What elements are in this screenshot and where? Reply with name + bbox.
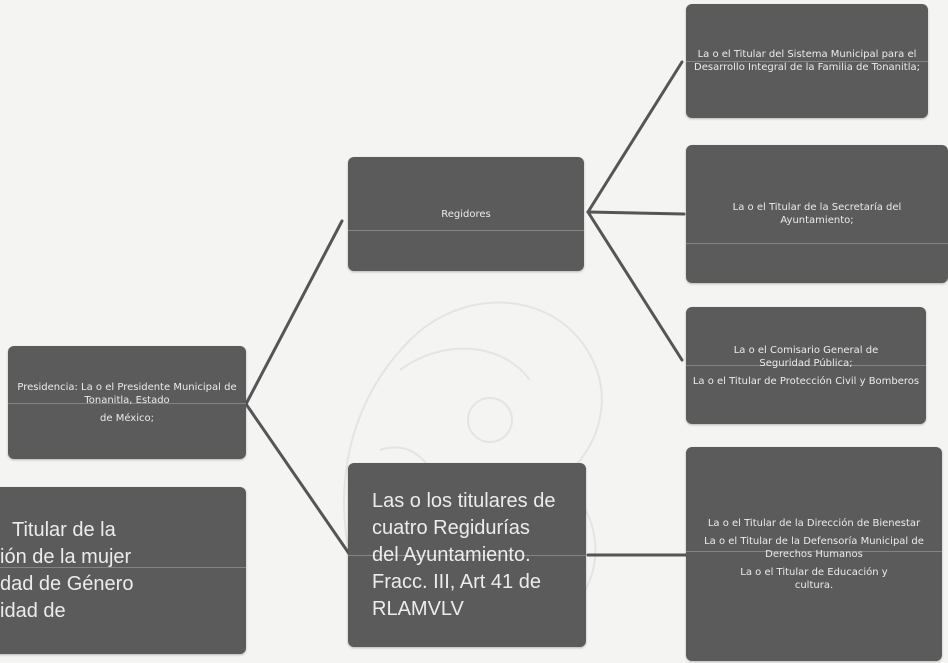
node-text-line: cuatro Regidurías xyxy=(372,516,530,539)
node-divider xyxy=(348,555,586,556)
node-divider xyxy=(686,243,948,244)
node-text-line: La o el Titular de Protección Civil y Bo… xyxy=(692,375,920,387)
node-text-line: ión de la mujer xyxy=(0,545,132,568)
node-seguridad: La o el Comisario General de Seguridad P… xyxy=(686,307,926,424)
node-text-line: idad de xyxy=(0,599,66,622)
node-text-line: Las o los titulares de xyxy=(372,489,556,512)
node-text-line: dad de Género xyxy=(0,572,134,595)
node-text-line: Presidencia: La o el Presidente Municipa… xyxy=(17,381,237,406)
node-text-line: Titular de la xyxy=(12,518,116,541)
node-instancia-mujer: Titular de la ión de la mujer dad de Gén… xyxy=(0,487,246,654)
connector-regidores-seguridad xyxy=(586,210,684,362)
node-divider xyxy=(686,61,928,62)
node-bienestar: La o el Titular de la Dirección de Biene… xyxy=(686,447,942,661)
node-text-line: La o el Titular de Educación y cultura. xyxy=(740,566,888,591)
node-text-line: La o el Titular de la Secretaría del Ayu… xyxy=(732,202,902,226)
node-text-line: de México; xyxy=(100,412,154,424)
node-text-line: del Ayuntamiento. xyxy=(372,543,531,566)
node-regidores: Regidores xyxy=(348,157,584,271)
connector-presidencia-titulares xyxy=(244,402,352,557)
node-text-line: Regidores xyxy=(441,208,491,220)
node-text-line: RLAMVLV xyxy=(372,597,464,620)
connector-regidores-secretaria xyxy=(586,210,686,216)
node-text-line: La o el Comisario General de Seguridad P… xyxy=(733,344,879,369)
node-presidencia: Presidencia: La o el Presidente Municipa… xyxy=(8,346,246,459)
node-text-line: Fracc. III, Art 41 de xyxy=(372,570,541,593)
node-divider xyxy=(686,365,926,366)
node-dif: La o el Titular del Sistema Municipal pa… xyxy=(686,4,928,118)
node-secretaria: La o el Titular de la Secretaría del Ayu… xyxy=(686,145,948,283)
node-text-line: La o el Titular de la Dirección de Biene… xyxy=(707,517,921,529)
node-text-line: La o el Titular de la Defensoría Municip… xyxy=(704,535,924,560)
connector-presidencia-regidores xyxy=(244,219,344,406)
node-titulares-regidurias: Las o los titulares de cuatro Regidurías… xyxy=(348,463,586,647)
node-divider xyxy=(8,403,246,404)
node-divider xyxy=(348,230,584,231)
node-divider xyxy=(686,551,942,552)
node-divider xyxy=(0,567,246,568)
node-text-line: La o el Titular del Sistema Municipal pa… xyxy=(694,49,920,73)
connector-regidores-dif xyxy=(586,60,684,214)
